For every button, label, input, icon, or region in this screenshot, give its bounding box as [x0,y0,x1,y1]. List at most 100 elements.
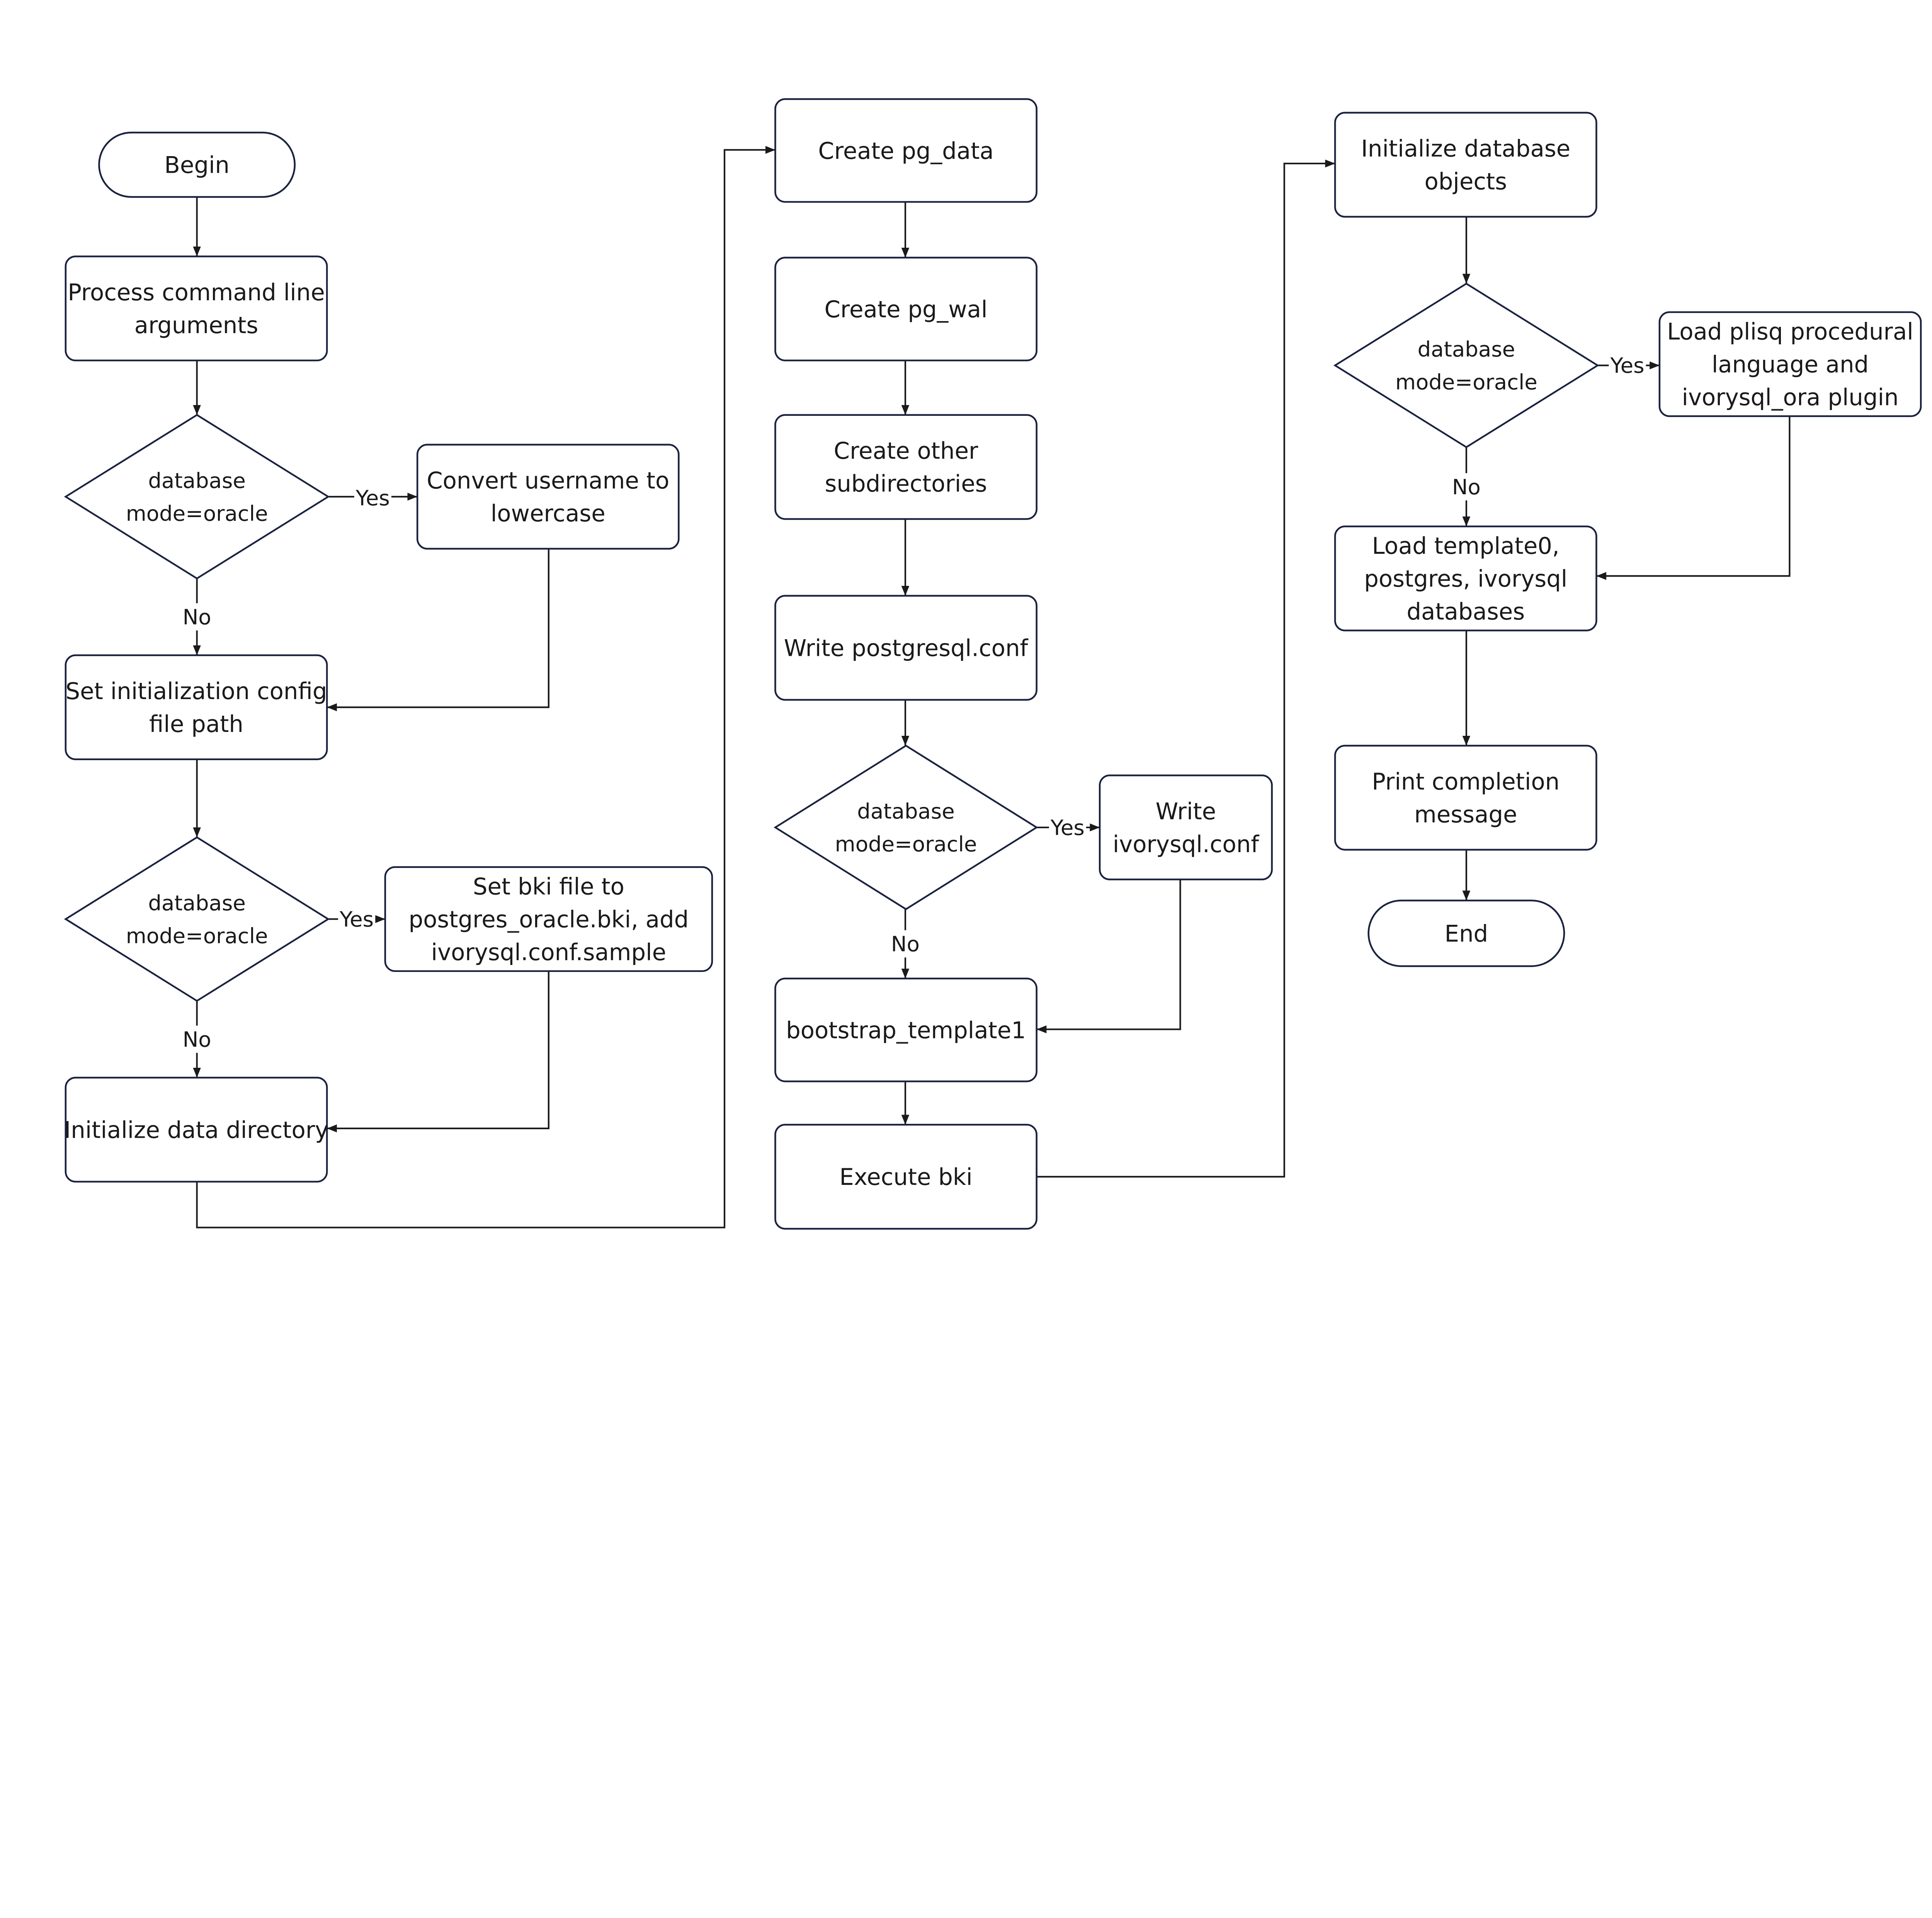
node-label-line: ivorysql.conf [1113,831,1260,858]
node-label-line: database [857,799,955,824]
edge-label-background [886,930,924,958]
node-label-line: database [1418,337,1515,362]
process-shape [65,255,328,361]
node-create-pg-data: Create pg_data [774,98,1037,203]
node-label-line: databases [1406,598,1525,625]
node-label-line: Write [1156,798,1216,825]
node-label-line: ivorysql_ora plugin [1682,384,1898,411]
edge-label-no: No [1452,475,1481,499]
process-shape [774,595,1037,701]
node-label-line: Set initialization config [66,678,327,705]
node-label-line: message [1414,801,1517,828]
decision-shape [1333,283,1599,448]
arrow-execute-bki-to-init-db-objects [1036,159,1335,1178]
node-label-line: Initialize database [1361,135,1570,162]
edge-label-background [1447,473,1485,500]
decision-shape [64,414,330,580]
process-shape [416,444,680,550]
node-decision-1: database mode=oracle [64,414,330,580]
node-label-line: Load plisq procedural [1667,318,1913,345]
process-shape [65,654,328,760]
node-init-db-objects: Initialize database objects [1334,112,1597,218]
node-label-line: Begin [164,152,230,179]
node-begin: Begin [98,131,296,198]
process-shape [1658,311,1922,417]
node-label-line: Initialize data directory [64,1116,329,1143]
edge-label-background [354,484,391,512]
node-label-line: postgres_oracle.bki, add [408,906,689,933]
node-label-line: ivorysql.conf.sample [431,939,666,965]
edge-label-no: No [183,1027,211,1052]
node-label-line: Execute bki [839,1164,972,1190]
terminator-shape [1367,899,1565,967]
node-label-line: Print completion [1372,768,1560,795]
node-label-line: Write postgresql.conf [784,635,1029,662]
node-label-line: database [148,890,246,915]
node-print-completion: Print completion message [1334,745,1597,851]
process-shape [774,257,1037,361]
edge-label-background [338,905,376,933]
node-process-args: Process command line arguments [65,255,328,361]
node-label-line: objects [1424,168,1507,195]
terminator-shape [98,131,296,198]
node-bootstrap-template1: bootstrap_template1 [774,977,1037,1082]
node-set-bki: Set bki file to postgres_oracle.bki, add i… [384,866,713,972]
node-label-line: Convert username to [427,467,669,494]
node-write-ivorysql-conf: Write ivorysql.conf [1099,774,1273,880]
node-set-config-path: Set initialization config file path [65,654,328,760]
node-label-line: mode=oracle [1395,370,1537,395]
node-label-line: Process command line [68,279,325,306]
edge-label-background [178,1025,216,1053]
edge-label-yes: Yes [355,486,390,511]
node-label-line: file path [149,711,243,737]
decision-shape [774,744,1038,910]
node-label-line: mode=oracle [835,832,977,856]
node-label-line: Create other [834,437,978,464]
edge-label-yes: Yes [339,907,374,931]
node-load-template0: Load template0, postgres, ivorysql databas… [1334,525,1597,631]
process-shape [774,98,1037,203]
arrow-write-ivorysql-conf-to-bootstrap-template1 [1036,879,1181,1033]
arrow-set-bki-to-init-data-dir [327,971,549,1133]
decision-shape [64,836,330,1002]
node-convert-username: Convert username to lowercase [416,444,680,550]
node-label-line: lowercase [491,500,605,527]
process-shape [65,1077,328,1183]
process-shape [1334,745,1597,851]
process-shape [1334,112,1597,218]
node-label-line: database [148,468,246,493]
node-execute-bki: Execute bki [774,1124,1037,1230]
edge-label-yes: Yes [1050,815,1085,840]
process-shape [1099,774,1273,880]
node-init-data-dir: Initialize data directory [64,1077,329,1183]
node-end: End [1367,899,1565,967]
node-label-line: postgres, ivorysql [1364,565,1567,592]
process-shape [774,977,1037,1082]
arrow-init-data-dir-to-create-pg-data [196,146,776,1229]
node-label-line: Set bki file to [473,873,624,900]
edges-layer [193,146,1791,1229]
process-shape [774,1124,1037,1230]
node-label-line: End [1445,920,1488,947]
edge-label-background [178,603,216,631]
node-label-line: subdirectories [825,470,987,497]
node-label-line: arguments [134,312,259,339]
edge-label-yes: Yes [1610,353,1645,378]
node-decision-4: database mode=oracle [1333,283,1599,448]
arrow-convert-username-to-set-config-path [327,548,549,711]
node-label-line: Load template0, [1372,533,1560,559]
process-shape [774,414,1037,520]
node-label-line: mode=oracle [126,501,268,526]
edge-label-background [1609,352,1646,379]
edge-label-background [1049,813,1086,841]
node-create-subdirs: Create other subdirectories [774,414,1037,520]
node-label-line: bootstrap_template1 [786,1017,1026,1043]
arrow-load-plisql-to-load-template0 [1596,416,1791,580]
node-write-postgresql-conf: Write postgresql.conf [774,595,1037,701]
edge-label-no: No [891,932,920,956]
